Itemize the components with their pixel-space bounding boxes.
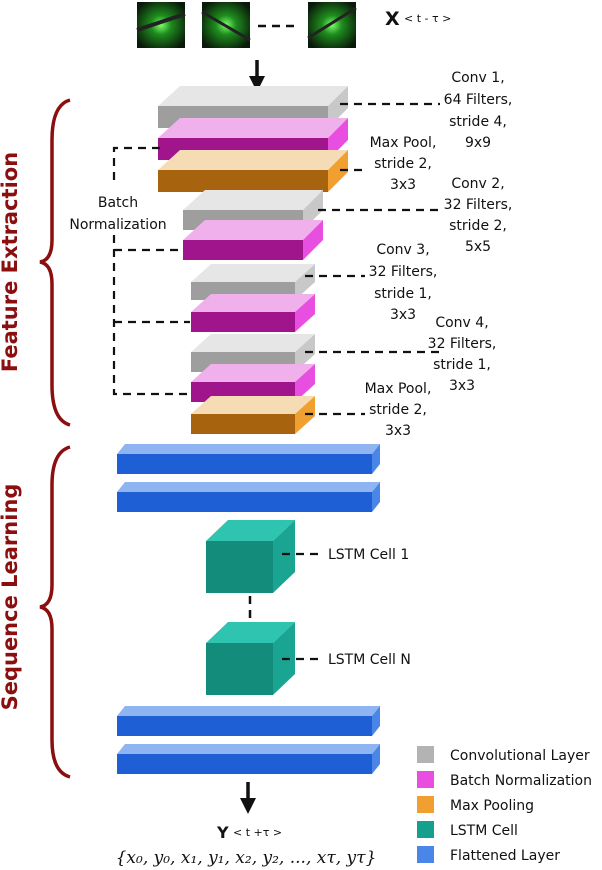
output-arrow: [240, 782, 256, 814]
svg-text:stride 1,: stride 1,: [433, 357, 491, 373]
svg-text:64 Filters,: 64 Filters,: [444, 92, 513, 108]
svg-text:Max Pool,: Max Pool,: [365, 381, 432, 397]
pool1-label: Max Pool, stride 2, 3x3: [370, 135, 437, 193]
batch-norm-label-line2: Normalization: [69, 217, 166, 233]
input-frames: [136, 2, 357, 48]
output-label-sub: < t +τ >: [233, 826, 282, 839]
input-frame-1: [137, 2, 185, 48]
flattened-layer-1: [117, 444, 380, 474]
svg-text:9x9: 9x9: [465, 135, 491, 151]
svg-text:Max Pool,: Max Pool,: [370, 135, 437, 151]
svg-text:stride 4,: stride 4,: [449, 114, 507, 130]
svg-text:32 Filters,: 32 Filters,: [444, 197, 513, 213]
svg-text:Conv 3,: Conv 3,: [376, 242, 429, 258]
lstm-cell-1-label: LSTM Cell 1: [328, 547, 409, 563]
bn2-layer: [183, 220, 323, 260]
legend-swatch-flat: [417, 846, 434, 863]
conv3-label: Conv 3, 32 Filters, stride 1, 3x3: [369, 242, 438, 323]
input-label-sub: < t - τ >: [404, 12, 451, 25]
batch-norm-label-line1: Batch: [98, 195, 138, 211]
legend-label-lstm: LSTM Cell: [450, 823, 518, 839]
svg-text:3x3: 3x3: [385, 423, 411, 439]
lstm-cell-n: [206, 622, 295, 695]
legend-label-flat: Flattened Layer: [450, 848, 560, 864]
svg-text:3x3: 3x3: [390, 307, 416, 323]
svg-text:stride 2,: stride 2,: [374, 156, 432, 172]
lstm-cell-n-label: LSTM Cell N: [328, 652, 411, 668]
svg-text:32 Filters,: 32 Filters,: [369, 264, 438, 280]
legend-label-conv: Convolutional Layer: [450, 748, 590, 764]
input-label: X: [385, 8, 400, 30]
flattened-layer-3: [117, 706, 380, 736]
input-frame-3: [308, 2, 356, 48]
flattened-layer-4: [117, 744, 380, 774]
output-label: Y: [216, 823, 229, 842]
legend-swatch-lstm: [417, 821, 434, 838]
svg-text:Conv 4,: Conv 4,: [435, 315, 488, 331]
svg-text:stride 2,: stride 2,: [449, 218, 507, 234]
conv1-label: Conv 1, 64 Filters, stride 4, 9x9: [444, 70, 513, 151]
conv2-label: Conv 2, 32 Filters, stride 2, 5x5: [444, 176, 513, 255]
legend-swatch-pool: [417, 796, 434, 813]
legend-swatch-bn: [417, 771, 434, 788]
feature-extraction-brace: [39, 98, 71, 427]
pool2-layer: [191, 396, 315, 434]
svg-text:Conv 1,: Conv 1,: [451, 70, 504, 86]
legend-label-bn: Batch Normalization: [450, 773, 592, 789]
svg-text:stride 2,: stride 2,: [369, 402, 427, 418]
conv4-label: Conv 4, 32 Filters, stride 1, 3x3: [428, 315, 497, 394]
input-arrow: [249, 60, 265, 92]
svg-text:3x3: 3x3: [390, 177, 416, 193]
bn3-layer: [191, 294, 315, 332]
svg-text:3x3: 3x3: [449, 378, 475, 394]
svg-text:5x5: 5x5: [465, 239, 491, 255]
pool1-layer: [158, 150, 348, 192]
leader-lines: [305, 102, 440, 416]
legend: Convolutional Layer Batch Normalization …: [417, 746, 592, 864]
pool2-label: Max Pool, stride 2, 3x3: [365, 381, 432, 439]
svg-text:stride 1,: stride 1,: [374, 286, 432, 302]
sequence-learning-title: Sequence Learning: [0, 484, 22, 711]
batch-norm-connector: [112, 146, 190, 396]
legend-label-pool: Max Pooling: [450, 798, 534, 814]
flattened-layer-2: [117, 482, 380, 512]
legend-swatch-conv: [417, 746, 434, 763]
svg-text:32 Filters,: 32 Filters,: [428, 336, 497, 352]
sequence-learning-brace: [39, 445, 71, 779]
feature-extraction-title: Feature Extraction: [0, 152, 22, 372]
output-formula: {x₀, y₀, x₁, y₁, x₂, y₂, ..., xτ, yτ}: [116, 848, 377, 868]
lstm-cell-1: [206, 520, 295, 593]
svg-text:Conv 2,: Conv 2,: [451, 176, 504, 192]
conv3-layer: [191, 264, 315, 300]
